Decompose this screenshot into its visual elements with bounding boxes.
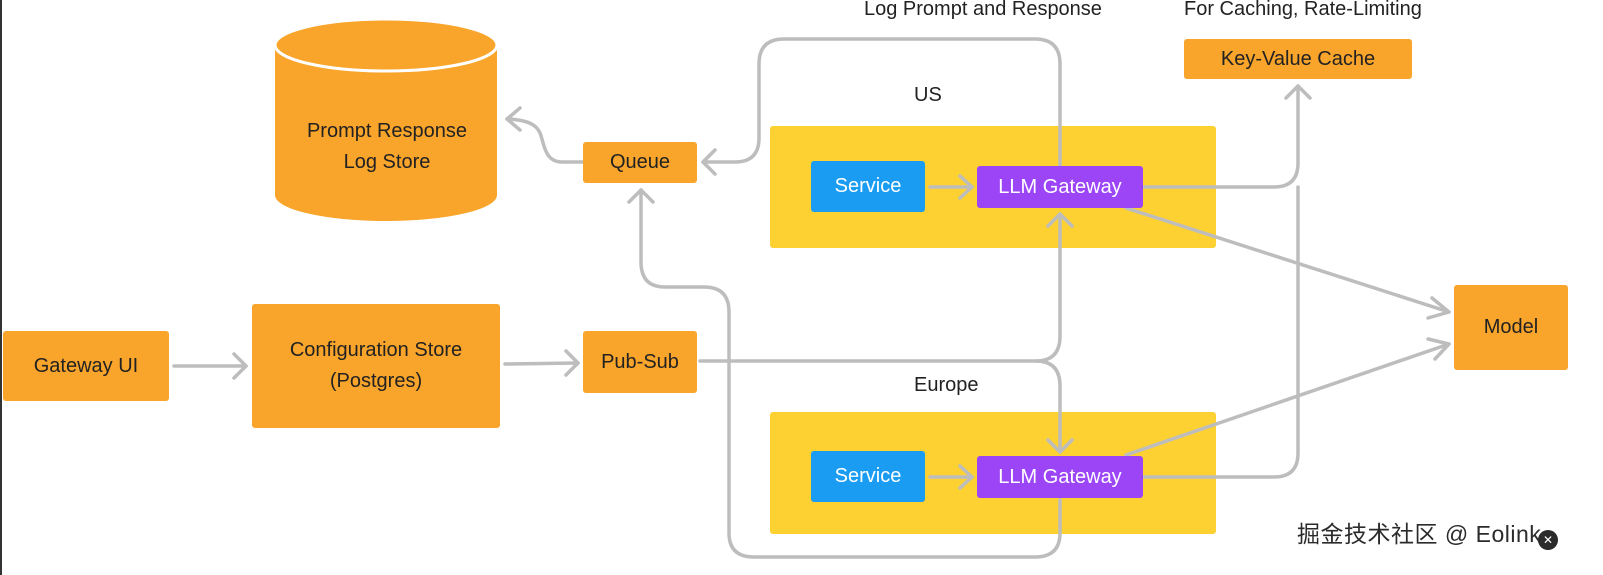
pubsub-arrowhead	[564, 349, 580, 377]
log-store-label-line2: Log Store	[343, 151, 431, 173]
log-prompt-label: Log Prompt and Response	[864, 0, 1102, 20]
log-store-label: Prompt Response Log Store	[276, 116, 498, 178]
log-store-cylinder	[273, 17, 499, 221]
us-llm-gateway-node[interactable]: LLM Gateway	[977, 166, 1143, 208]
log-store-label-line1: Prompt Response	[306, 120, 468, 142]
us-gateway-to-cache-line	[1142, 84, 1300, 189]
config-store-label-line2: (Postgres)	[329, 370, 423, 392]
pubsub-to-us-line	[698, 212, 1062, 363]
configuration-store-node[interactable]: Configuration Store (Postgres)	[252, 304, 500, 428]
gateway-ui-node[interactable]: Gateway UI	[3, 331, 169, 401]
left-edge-border	[0, 0, 2, 575]
queue-arrowhead-right	[701, 148, 717, 176]
logstore-arrowhead	[505, 106, 522, 132]
queue-arrowhead-bottom	[627, 188, 655, 204]
watermark-text: 掘金技术社区 @ Eolink	[1297, 521, 1542, 547]
pubsub-to-eu-line	[1034, 359, 1062, 454]
config-to-pubsub-line	[503, 361, 580, 366]
eu-gateway-to-model-line	[1124, 342, 1451, 457]
log-loop-top	[701, 37, 1062, 168]
us-service-arrowhead	[958, 174, 974, 200]
us-service-node[interactable]: Service	[811, 161, 925, 212]
eu-llm-gateway-node[interactable]: LLM Gateway	[977, 456, 1143, 498]
us-gateway-arrowhead	[1046, 212, 1074, 228]
cache-arrowhead	[1284, 84, 1312, 100]
config-store-label-line1: Configuration Store	[289, 339, 463, 361]
eu-service-arrowhead	[958, 464, 974, 490]
pub-sub-node[interactable]: Pub-Sub	[583, 331, 697, 393]
log-loop-bottom	[639, 188, 1062, 559]
caching-label: For Caching, Rate-Limiting	[1184, 0, 1422, 20]
eu-service-node[interactable]: Service	[811, 451, 925, 502]
key-value-cache-node[interactable]: Key-Value Cache	[1184, 39, 1412, 79]
model-node[interactable]: Model	[1454, 285, 1568, 370]
watermark-close-icon[interactable]: ✕	[1538, 530, 1558, 550]
eu-gateway-to-cache-line	[1142, 185, 1300, 479]
config-arrowhead	[232, 352, 248, 380]
us-gateway-to-model-line	[1124, 206, 1451, 314]
eu-gateway-arrowhead	[1046, 438, 1074, 454]
region-us-label: US	[914, 84, 942, 106]
model-arrowhead-top	[1426, 296, 1451, 320]
region-europe-label: Europe	[914, 374, 979, 396]
queue-to-logstore-line	[505, 117, 585, 164]
queue-node[interactable]: Queue	[583, 142, 697, 183]
model-arrowhead-bottom	[1426, 337, 1451, 361]
